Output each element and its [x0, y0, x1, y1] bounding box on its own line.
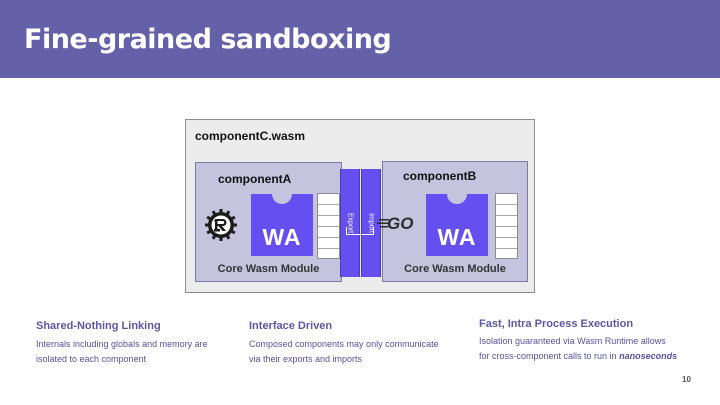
component-a-module-label: Core Wasm Module	[217, 263, 320, 275]
slide-header: Fine-grained sandboxing	[0, 0, 720, 78]
interface-driven-body: Composed components may only communicate…	[249, 339, 439, 364]
interface-driven-heading: Interface Driven	[249, 320, 333, 332]
page-number: 10	[682, 375, 691, 384]
export-channel: Export	[340, 169, 360, 277]
component-c-label: componentC.wasm	[195, 129, 306, 143]
component-a-table	[317, 193, 340, 259]
component-a-box: componentA	[195, 162, 342, 282]
shared-nothing-heading: Shared-Nothing Linking	[36, 320, 161, 332]
go-logo-icon: GO	[387, 214, 414, 233]
export-import-link	[346, 227, 374, 235]
wasm-a-text: WA	[262, 224, 302, 250]
component-b-table	[495, 193, 518, 259]
fast-execution-body: Isolation guaranteed via Wasm Runtime al…	[479, 336, 678, 361]
rust-logo-icon	[205, 209, 237, 241]
go-speed-lines-icon	[377, 219, 389, 228]
component-a-label: componentA	[218, 172, 292, 186]
component-c-diagram: componentC.wasm componentA	[185, 119, 535, 293]
wasm-module-b-icon: WA	[426, 194, 488, 256]
slide-title: Fine-grained sandboxing	[24, 24, 392, 55]
wasm-b-text: WA	[437, 224, 477, 250]
shared-nothing-body: Internals including globals and memory a…	[36, 339, 208, 364]
component-b-box: componentB GO WA Core Wasm Module	[377, 161, 528, 282]
component-b-label: componentB	[403, 169, 477, 183]
wasm-module-a-icon: WA	[251, 194, 313, 256]
component-b-module-label: Core Wasm Module	[404, 263, 506, 275]
fast-execution-heading: Fast, Intra Process Execution	[479, 318, 634, 330]
nanoseconds-emphasis: nanoseconds	[619, 351, 678, 361]
